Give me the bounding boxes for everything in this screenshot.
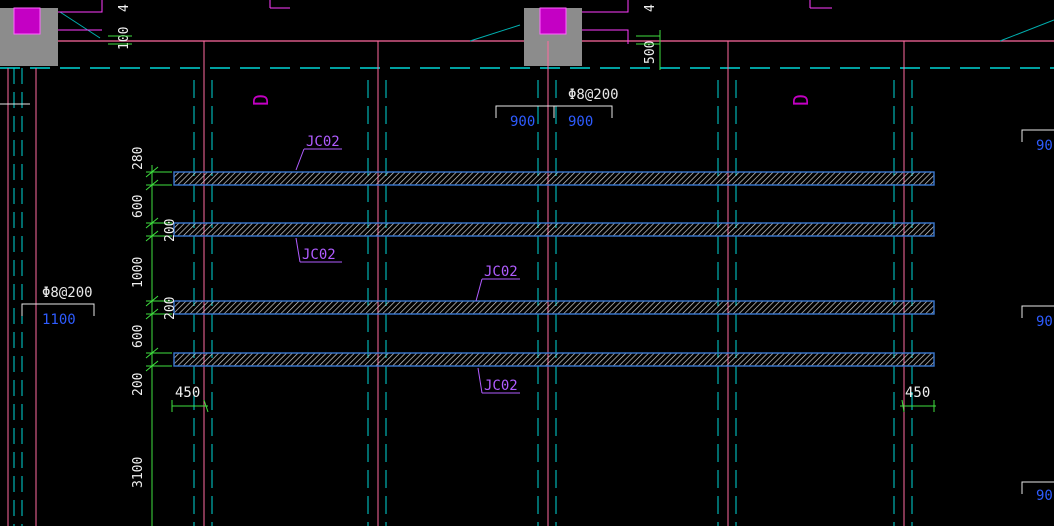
horizontal-dimensions: 450 450 bbox=[171, 385, 936, 413]
top-dimension-texts: 100 4 500 4 bbox=[108, 4, 661, 70]
column-left bbox=[0, 7, 58, 66]
top-rebar-right-len: 900 bbox=[568, 114, 593, 130]
section-mark-2: D bbox=[249, 94, 273, 106]
top-rebar-spec: Φ8@200 bbox=[568, 87, 619, 103]
vdim-280: 280 bbox=[131, 147, 146, 170]
vertical-dimension-texts: 280 600 200 1000 200 600 200 3100 bbox=[131, 147, 178, 488]
left-rebar-spec: Φ8@200 bbox=[42, 285, 93, 301]
top-dim-500: 500 bbox=[643, 41, 658, 64]
column-mid bbox=[524, 7, 582, 66]
vdim-600-top: 600 bbox=[131, 195, 146, 218]
beam-3 bbox=[173, 300, 935, 315]
vdim-1000: 1000 bbox=[131, 257, 146, 288]
vdim-600-bottom: 600 bbox=[131, 325, 146, 348]
beam-label-4: JC02 bbox=[484, 378, 518, 394]
beam-label-2: JC02 bbox=[302, 247, 336, 263]
hdim-left: 450 bbox=[175, 385, 200, 401]
right-edge-2: 90 bbox=[1036, 314, 1053, 330]
right-edge-3: 90 bbox=[1036, 488, 1053, 504]
top-dim-4-right: 4 bbox=[643, 4, 658, 12]
beam-1 bbox=[173, 171, 935, 186]
top-dim-4-left: 4 bbox=[117, 4, 132, 12]
left-rebar-len: 1100 bbox=[42, 312, 76, 328]
vdim-3100: 3100 bbox=[131, 457, 146, 488]
top-rebar-annotation: Φ8@200 900 900 bbox=[495, 87, 619, 130]
right-edge-1: 90 bbox=[1036, 138, 1053, 154]
left-edge-lines bbox=[0, 68, 37, 526]
beam-label-1: JC02 bbox=[306, 134, 340, 150]
top-rebar-left-len: 900 bbox=[510, 114, 535, 130]
section-mark-4: D bbox=[789, 94, 813, 106]
left-rebar-annotation: Φ8@200 1100 bbox=[21, 285, 95, 328]
vdim-200-c: 200 bbox=[131, 373, 146, 396]
top-leader-lines bbox=[58, 0, 832, 44]
beam-labels: JC02 JC02 JC02 JC02 bbox=[295, 134, 520, 394]
beam-label-3: JC02 bbox=[484, 264, 518, 280]
right-edge-annotations: 90 90 90 bbox=[1021, 129, 1054, 504]
left-dimension-ticks bbox=[145, 166, 172, 372]
beam-2 bbox=[173, 222, 935, 237]
top-dim-100: 100 bbox=[117, 27, 132, 50]
vdim-200-b: 200 bbox=[163, 297, 178, 320]
vdim-200-a: 200 bbox=[163, 219, 178, 242]
beams bbox=[173, 171, 935, 367]
beam-4 bbox=[173, 352, 935, 367]
hdim-right: 450 bbox=[905, 385, 930, 401]
section-marks: D D D D bbox=[249, 94, 813, 106]
